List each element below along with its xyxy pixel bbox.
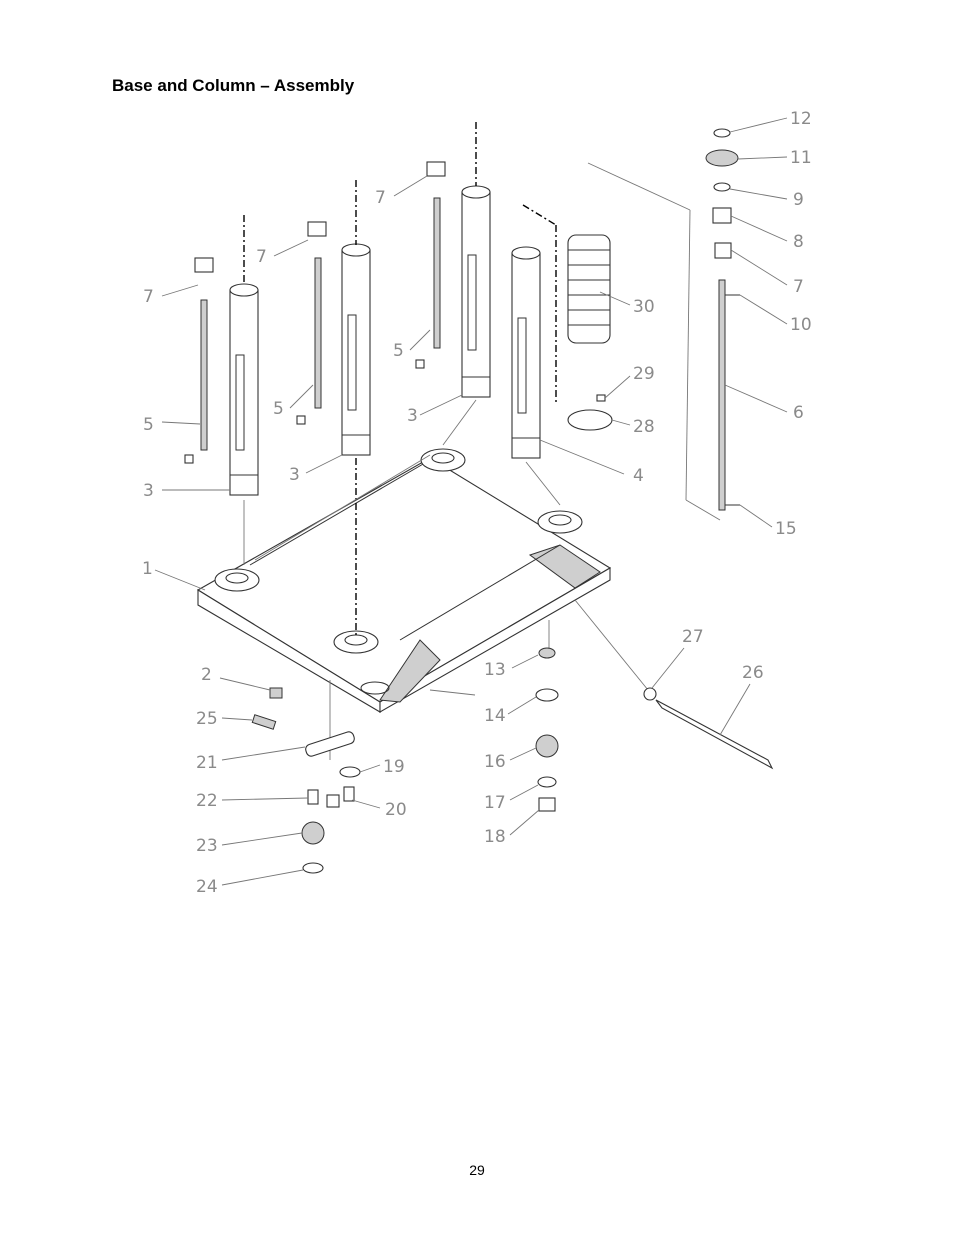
callout-3: 3: [143, 481, 154, 501]
elevation-screw-assembly: [705, 128, 740, 511]
callout-13: 13: [484, 660, 506, 680]
lead-screw-middle-right: [415, 161, 446, 369]
callout-16: 16: [484, 752, 506, 772]
callout-14: 14: [484, 706, 506, 726]
callout-4: 4: [633, 466, 644, 486]
callout-5: 5: [273, 399, 284, 419]
callout-25: 25: [196, 709, 218, 729]
callout-10: 10: [790, 315, 812, 335]
callout-20: 20: [385, 800, 407, 820]
callout-26: 26: [742, 663, 764, 683]
callout-15: 15: [775, 519, 797, 539]
lower-hardware: [251, 647, 774, 874]
assembly-center-lines: [243, 122, 721, 760]
base-plate: [196, 448, 612, 713]
page-title: Base and Column – Assembly: [112, 76, 355, 95]
callout-2: 2: [201, 665, 212, 685]
callout-7: 7: [143, 287, 154, 307]
callout-17: 17: [484, 793, 506, 813]
retaining-ring: [567, 394, 613, 431]
callout-21: 21: [196, 753, 218, 773]
column-middle-left: [341, 243, 371, 456]
callout-5: 5: [143, 415, 154, 435]
callout-11: 11: [790, 148, 812, 168]
callout-27: 27: [682, 627, 704, 647]
callout-7: 7: [256, 247, 267, 267]
spring: [567, 234, 611, 344]
callout-7: 7: [375, 188, 386, 208]
callout-7: 7: [793, 277, 804, 297]
callout-22: 22: [196, 791, 218, 811]
callout-numbers: 12 11 9 8 7 10 6 15 7 7 7 5 5 5 3 3 3 4 …: [142, 109, 812, 897]
lead-screw-middle-left: [296, 221, 327, 425]
callout-28: 28: [633, 417, 655, 437]
callout-9: 9: [793, 190, 804, 210]
column-left: [229, 283, 259, 496]
column-middle-right: [461, 185, 491, 398]
column-right: [511, 246, 541, 459]
callout-23: 23: [196, 836, 218, 856]
callout-leaders: [154, 117, 788, 886]
callout-29: 29: [633, 364, 655, 384]
callout-6: 6: [793, 403, 804, 423]
callout-3: 3: [289, 465, 300, 485]
callout-1: 1: [142, 559, 153, 579]
callout-30: 30: [633, 297, 655, 317]
lead-screw-left: [184, 257, 214, 464]
callout-3: 3: [407, 406, 418, 426]
callout-18: 18: [484, 827, 506, 847]
callout-24: 24: [196, 877, 218, 897]
page-number: 29: [469, 1162, 485, 1178]
callout-8: 8: [793, 232, 804, 252]
callout-5: 5: [393, 341, 404, 361]
callout-19: 19: [383, 757, 405, 777]
callout-12: 12: [790, 109, 812, 129]
